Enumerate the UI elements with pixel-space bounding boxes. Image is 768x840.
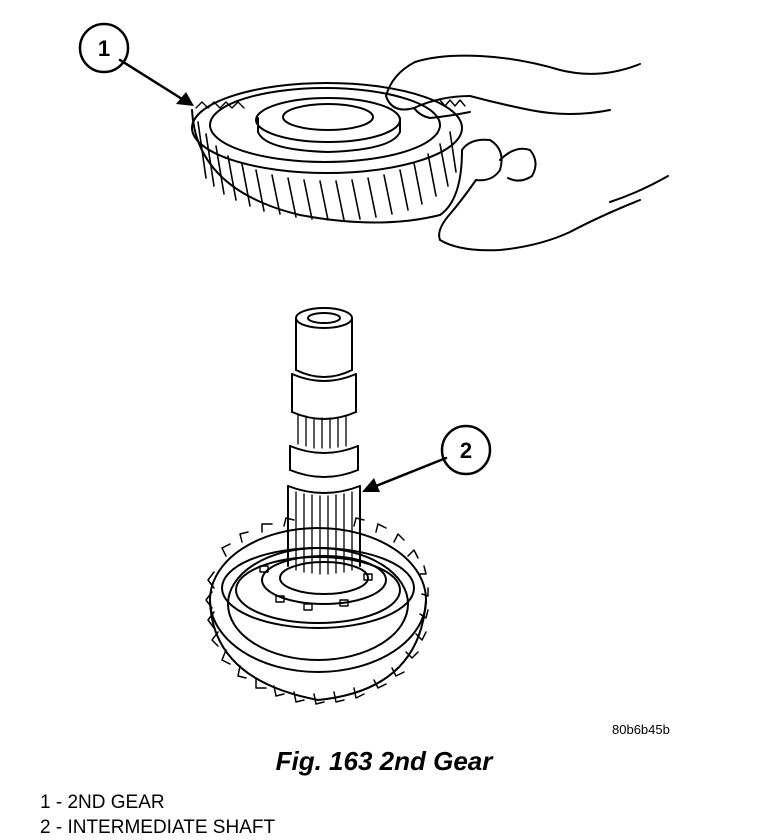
legend-item-2: 2 - INTERMEDIATE SHAFT (40, 817, 276, 838)
callout-leaders (118, 58, 448, 492)
arrow-head-2 (362, 478, 380, 492)
callout-circle-1 (78, 22, 130, 74)
callout-circle-2 (440, 424, 492, 476)
legend: 1 - 2ND GEAR 2 - INTERMEDIATE SHAFT (40, 790, 275, 840)
callout-number-1: 1 (98, 36, 110, 61)
figure-code: 80b6b45b (612, 722, 670, 737)
lower-gear (205, 517, 429, 705)
gear-illustration: 1 2 (78, 22, 669, 705)
figure-caption: Fig. 163 2nd Gear (275, 746, 493, 776)
legend-item-1: 1 - 2ND GEAR (40, 792, 165, 813)
intermediate-shaft (261, 307, 387, 605)
hand (385, 54, 669, 252)
second-gear (191, 82, 466, 224)
arrow-head-1 (176, 92, 194, 106)
callout-number-2: 2 (460, 438, 472, 463)
